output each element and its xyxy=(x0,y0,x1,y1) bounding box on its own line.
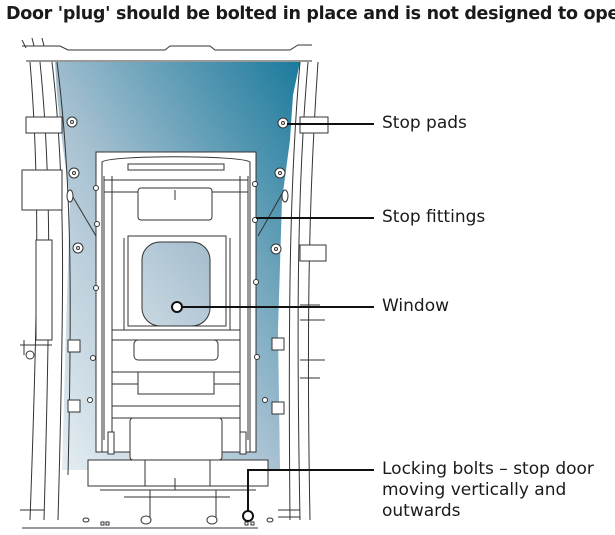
top-beam xyxy=(22,44,312,51)
diagram-title: Door 'plug' should be bolted in place an… xyxy=(6,4,615,24)
label-stop-pads: Stop pads xyxy=(382,113,467,133)
leader-locking-bolts xyxy=(247,469,374,518)
label-locking-bolts-line3: outwards xyxy=(382,501,461,521)
floor xyxy=(20,509,258,529)
right-frame xyxy=(288,61,301,521)
locking-bolt-marker xyxy=(242,510,254,522)
window-pane xyxy=(141,241,211,327)
label-locking-bolts-line1: Locking bolts – stop door xyxy=(382,459,594,479)
window-marker xyxy=(171,301,183,313)
label-stop-fittings: Stop fittings xyxy=(382,207,486,227)
leader-lines xyxy=(178,123,374,518)
label-window: Window xyxy=(382,296,450,316)
label-locking-bolts-line2: moving vertically and xyxy=(382,480,567,500)
stop-pad-icons xyxy=(66,116,289,415)
